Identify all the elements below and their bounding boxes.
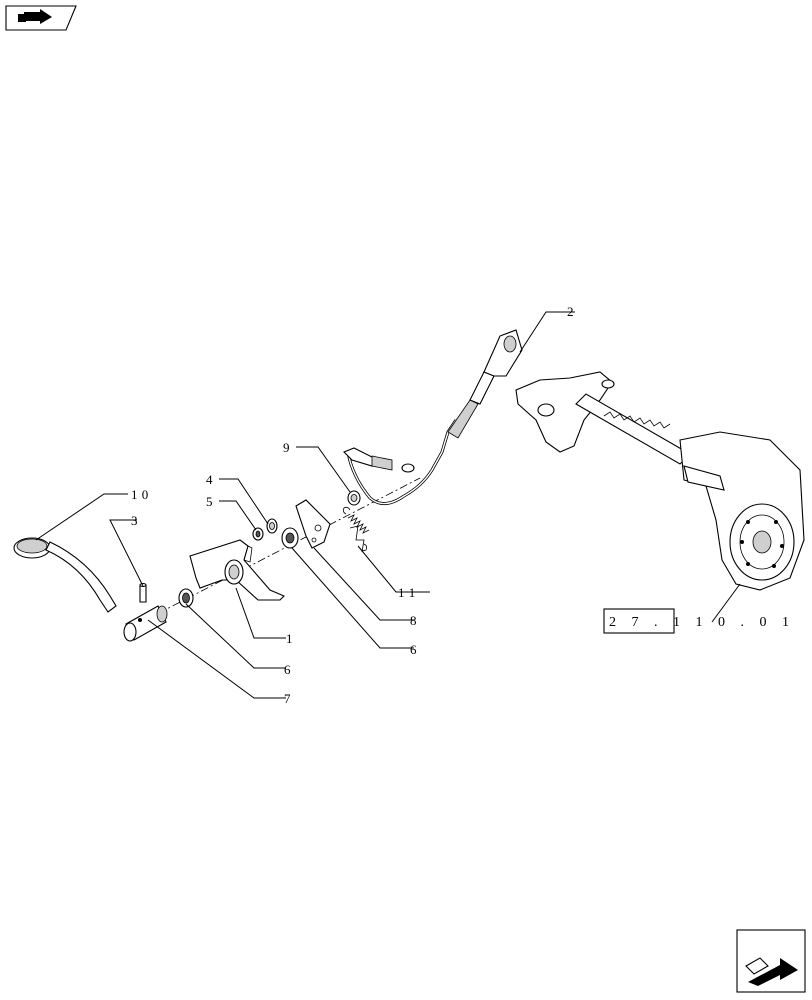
callout-11: 1 1 <box>398 585 416 600</box>
bushing-part-left <box>178 588 194 608</box>
callout-4: 4 <box>206 472 213 487</box>
callout-5: 5 <box>206 494 213 509</box>
callout-1: 1 <box>286 631 293 646</box>
reference-box[interactable]: 2 7 . 1 1 0 . 0 1 <box>603 608 795 634</box>
assembly-axis-line <box>129 477 421 629</box>
callout-3: 3 <box>131 513 138 528</box>
nut-part <box>266 518 278 534</box>
brake-assembly <box>515 371 805 591</box>
callout-2: 2 <box>567 304 574 319</box>
callout-6b: 6 <box>410 642 417 657</box>
callout-9: 9 <box>283 440 290 455</box>
callout-7: 7 <box>284 691 291 706</box>
next-page-arrow-icon[interactable] <box>736 929 806 993</box>
cable-nut-part <box>347 490 361 506</box>
shaft-part <box>123 605 168 642</box>
callout-10: 1 0 <box>131 487 149 502</box>
previous-page-arrow-icon[interactable] <box>5 5 77 31</box>
washer-part <box>252 527 264 541</box>
spring-part <box>342 506 370 553</box>
pin-part <box>139 582 147 603</box>
lever-plate-part <box>295 499 331 549</box>
cable-part <box>343 329 523 505</box>
bracket-part <box>189 539 285 601</box>
leader-lines <box>35 311 741 699</box>
callout-8: 8 <box>410 613 417 628</box>
reference-label: 2 7 . 1 1 0 . 0 1 <box>609 615 795 630</box>
callout-6a: 6 <box>284 662 291 677</box>
bushing-part-right <box>281 527 299 549</box>
pedal-part <box>13 537 117 613</box>
